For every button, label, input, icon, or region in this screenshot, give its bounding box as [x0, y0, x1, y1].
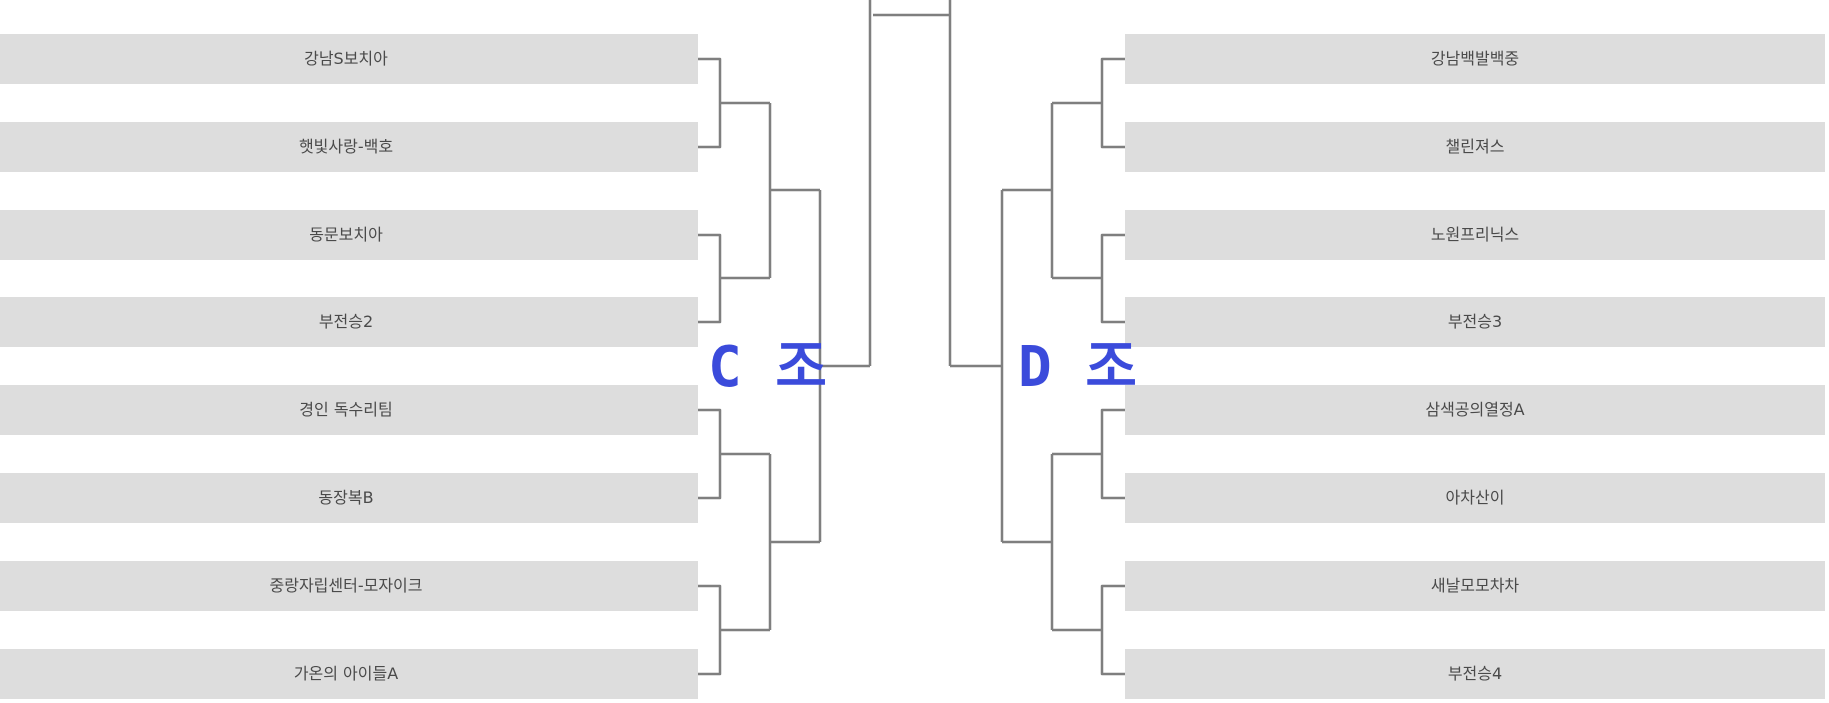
team-label-right-6: 아차산이 [1446, 488, 1505, 507]
left-r2-connector-1 [768, 103, 820, 278]
team-label-right-1: 강남백발백중 [1431, 49, 1519, 68]
right-r1-connector-3 [1052, 408, 1125, 500]
team-box-right-5[interactable] [1125, 385, 1825, 435]
left-r1-connector-1 [698, 57, 770, 149]
team-label-left-3: 동문보치아 [309, 225, 383, 244]
team-box-left-7[interactable] [0, 561, 698, 611]
team-label-right-3: 노원프리닉스 [1431, 225, 1519, 244]
team-label-right-7: 새날모모차차 [1431, 576, 1520, 595]
left-r1-connector-4 [698, 584, 770, 676]
team-box-left-3[interactable] [0, 210, 698, 260]
team-box-right-2[interactable] [1125, 122, 1825, 172]
group-label-d: D 조 [1018, 335, 1137, 400]
team-label-right-8: 부전승4 [1448, 664, 1502, 683]
right-r1-connector-2 [1052, 233, 1125, 324]
team-label-right-5: 삼색공의열정A [1425, 400, 1524, 419]
team-box-left-8[interactable] [0, 649, 698, 699]
team-label-left-8: 가온의 아이들A [294, 664, 398, 683]
team-box-left-6[interactable] [0, 473, 698, 523]
left-r1-connector-2 [698, 233, 770, 324]
team-box-left-5[interactable] [0, 385, 698, 435]
right-r1-connector-4 [1052, 584, 1125, 676]
team-label-right-4: 부전승3 [1448, 312, 1502, 331]
left-r3-connector [818, 190, 870, 542]
right-r2-connector-1 [1002, 103, 1054, 278]
team-label-left-7: 중랑자립센터-모자이크 [270, 576, 423, 595]
team-box-right-1[interactable] [1125, 34, 1825, 84]
team-label-left-1: 강남S보치아 [304, 49, 388, 68]
right-group-teams: 강남백발백중 챌린져스 노원프리닉스 부전승3 삼색공의열정A 아차산이 새날모… [1125, 34, 1825, 699]
team-label-left-4: 부전승2 [319, 312, 373, 331]
team-label-left-2: 햇빛사랑-백호 [299, 137, 393, 156]
team-label-left-6: 동장복B [318, 488, 373, 507]
team-box-right-8[interactable] [1125, 649, 1825, 699]
left-r1-connector-3 [698, 408, 770, 500]
team-box-right-4[interactable] [1125, 297, 1825, 347]
team-box-right-6[interactable] [1125, 473, 1825, 523]
right-r1-connector-1 [1052, 57, 1125, 149]
team-box-left-4[interactable] [0, 297, 698, 347]
team-box-left-1[interactable] [0, 34, 698, 84]
right-r2-connector-2 [1002, 454, 1054, 630]
group-label-c: C 조 [708, 335, 827, 400]
right-bracket-lines [948, 0, 1125, 676]
team-box-right-7[interactable] [1125, 561, 1825, 611]
left-bracket-lines [698, 0, 872, 676]
team-box-right-3[interactable] [1125, 210, 1825, 260]
left-r2-connector-2 [768, 454, 820, 630]
team-label-left-5: 경인 독수리팀 [299, 400, 392, 419]
right-r3-connector [950, 190, 1004, 542]
left-group-teams: 강남S보치아 햇빛사랑-백호 동문보치아 부전승2 경인 독수리팀 동장복B 중… [0, 34, 698, 699]
team-box-left-2[interactable] [0, 122, 698, 172]
team-label-right-2: 챌린져스 [1446, 137, 1505, 156]
